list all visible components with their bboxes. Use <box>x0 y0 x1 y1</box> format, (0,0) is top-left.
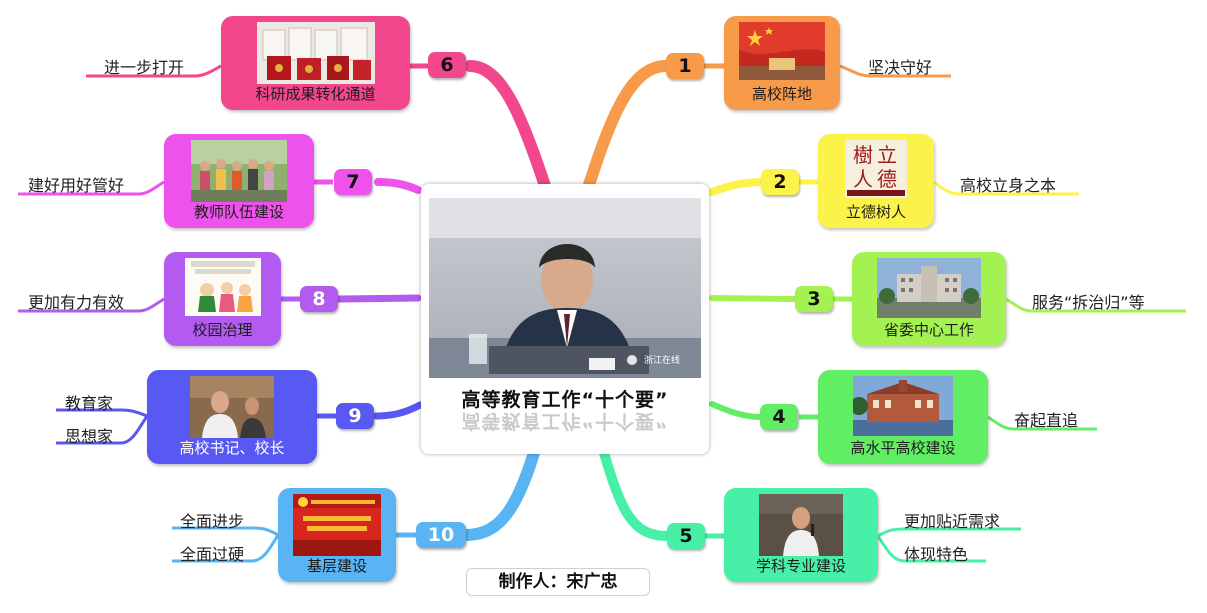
branch-card-1[interactable]: 高校阵地 <box>724 16 840 110</box>
branch-number-10[interactable]: 10 <box>416 522 466 548</box>
center-title: 高等教育工作“十个要” <box>461 389 669 411</box>
note-line-5b <box>876 535 986 563</box>
svg-text:樹: 樹 <box>853 143 873 167</box>
svg-text:立: 立 <box>877 143 897 167</box>
note-line-9b <box>56 415 149 445</box>
branch-note-4: 奋起直追 <box>1014 411 1079 430</box>
branch-card-6[interactable]: 科研成果转化通道 <box>221 16 410 110</box>
branch-note-5b: 体现特色 <box>904 545 969 564</box>
note-line-1 <box>839 64 951 78</box>
branch-card-9[interactable]: 高校书记、校长 <box>147 370 317 464</box>
branch-note-6: 进一步打开 <box>104 58 185 77</box>
red-flag-photo <box>739 22 825 80</box>
university-building-photo <box>853 376 953 436</box>
branch-number-1[interactable]: 1 <box>666 53 704 79</box>
trunk-6 <box>464 60 551 192</box>
trunk-8 <box>334 294 422 303</box>
note-line-6 <box>86 64 222 78</box>
branch-number-2[interactable]: 2 <box>761 169 799 195</box>
branch-number-9[interactable]: 9 <box>336 403 374 429</box>
branch-note-8: 更加有力有效 <box>28 293 125 312</box>
photo-caption: 浙江在线 <box>644 354 680 366</box>
teachers-group-photo <box>191 140 287 202</box>
party-banner-photo <box>293 494 381 556</box>
branch-card-4[interactable]: 高水平高校建设 <box>818 370 988 464</box>
trunk-1 <box>582 60 672 194</box>
branch-number-6[interactable]: 6 <box>428 52 466 78</box>
speaker-photo <box>759 494 843 556</box>
branch-card-3[interactable]: 省委中心工作 <box>852 252 1006 346</box>
branch-label-7: 教师队伍建设 <box>193 203 284 221</box>
svg-text:德: 德 <box>877 167 897 191</box>
trunk-3 <box>709 295 799 302</box>
note-line-10b <box>172 534 280 563</box>
branch-label-8: 校园治理 <box>192 321 253 339</box>
svg-text:人: 人 <box>853 167 873 191</box>
center-title-reflection: 高等教育工作“十个要” <box>461 410 669 432</box>
note-line-5a <box>877 527 1021 538</box>
branch-card-2[interactable]: 樹 立 人 德 立德树人 <box>818 134 934 228</box>
branch-number-4[interactable]: 4 <box>760 404 798 430</box>
branch-card-5[interactable]: 学科专业建设 <box>724 488 878 582</box>
branch-card-7[interactable]: 教师队伍建设 <box>164 134 314 228</box>
branch-number-7[interactable]: 7 <box>334 169 372 195</box>
calligraphy-seal-photo: 樹 立 人 德 <box>845 140 907 198</box>
branch-note-10a: 全面进步 <box>180 512 245 531</box>
trunk-4 <box>709 401 763 420</box>
branch-label-3: 省委中心工作 <box>883 321 974 339</box>
note-line-7 <box>18 180 165 196</box>
branch-card-10[interactable]: 基层建设 <box>278 488 396 582</box>
center-topic-card[interactable]: 浙江在线 高等教育工作“十个要” 高等教育工作“十个要” <box>421 184 709 454</box>
note-line-4 <box>987 415 1097 431</box>
branch-note-10b: 全面过硬 <box>180 545 245 564</box>
note-line-8 <box>18 297 165 313</box>
meeting-speaker-photo: 浙江在线 <box>429 198 701 378</box>
government-building-photo <box>877 258 981 318</box>
branch-label-5: 学科专业建设 <box>755 557 846 575</box>
branch-label-2: 立德树人 <box>845 203 906 221</box>
branch-note-9a: 教育家 <box>65 394 114 413</box>
campus-cartoon <box>184 258 261 316</box>
officials-photo <box>190 376 274 438</box>
branch-card-8[interactable]: 校园治理 <box>164 252 281 346</box>
branch-number-3[interactable]: 3 <box>795 286 833 312</box>
branch-label-9: 高校书记、校长 <box>179 439 285 457</box>
branch-note-9b: 思想家 <box>65 427 114 446</box>
branch-note-5a: 更加贴近需求 <box>904 512 1001 531</box>
branch-label-4: 高水平高校建设 <box>850 439 956 457</box>
note-line-3 <box>1005 297 1186 313</box>
author-credit: 制作人：宋广忠 <box>466 568 650 596</box>
note-line-10a <box>172 526 279 537</box>
note-line-2 <box>933 180 1079 196</box>
trunk-10 <box>460 426 546 541</box>
branch-note-7: 建好用好管好 <box>28 176 125 195</box>
trunk-5 <box>593 427 673 541</box>
branch-label-1: 高校阵地 <box>751 85 812 103</box>
branch-note-2: 高校立身之本 <box>960 176 1057 195</box>
certificates-photo <box>256 22 375 84</box>
branch-note-3: 服务“拆治归”等 <box>1032 293 1145 312</box>
trunk-2 <box>708 178 768 196</box>
branch-note-1: 坚决守好 <box>868 58 933 77</box>
branch-number-8[interactable]: 8 <box>300 286 338 312</box>
branch-label-6: 科研成果转化通道 <box>255 85 376 103</box>
trunk-7 <box>374 178 422 194</box>
branch-label-10: 基层建设 <box>306 557 367 575</box>
note-line-9a <box>56 408 148 418</box>
trunk-9 <box>372 401 424 420</box>
branch-number-5[interactable]: 5 <box>667 523 705 549</box>
